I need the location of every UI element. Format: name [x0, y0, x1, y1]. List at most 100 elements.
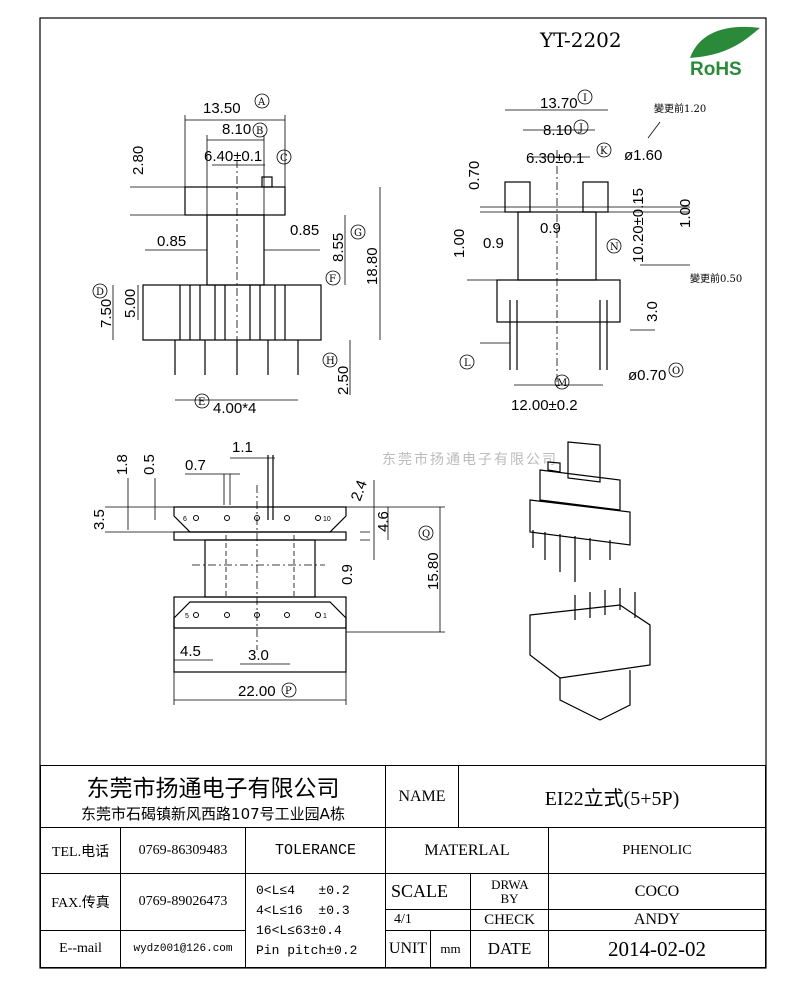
dim-height-n: 10.20±0.15: [630, 188, 647, 263]
date-label: DATE: [470, 930, 549, 968]
fax-value: 0769-89026473: [120, 873, 246, 931]
company-cell: 东莞市扬通电子有限公司 东莞市石碣镇新风西路107号工业园A栋: [40, 765, 386, 828]
dim-d7: 4.6: [375, 511, 392, 532]
dim-d8: 0.9: [339, 564, 356, 585]
tel-label: TEL.电话: [40, 827, 121, 874]
side-view: 13.70 8.10 6.30±0.1 ø1.60 變更前1.20 0.70 1…: [451, 95, 742, 414]
unit-label: UNIT: [385, 930, 431, 968]
check-label: CHECK: [470, 909, 549, 931]
marker-p: P: [285, 686, 292, 697]
marker-c: C: [280, 153, 288, 164]
dim-pin-pitch: 4.00*4: [213, 400, 256, 417]
tolerance-label: TOLERANCE: [245, 827, 386, 874]
dim-width-i: 13.70: [540, 95, 578, 112]
pin-label-10: 10: [323, 516, 331, 523]
part-number: YT-2202: [539, 28, 622, 52]
marker-n: N: [610, 242, 619, 253]
email-label: E--mail: [40, 930, 121, 968]
dim-d5: 2.4: [348, 478, 371, 503]
watermark: 东莞市扬通电子有限公司: [382, 451, 558, 467]
dim-base-height: 3.0: [644, 301, 661, 322]
dim-pin-diameter-o: ø0.70: [628, 367, 666, 384]
pin-label-5: 5: [185, 613, 189, 620]
dim-width-b: 8.10: [222, 121, 251, 138]
dim-gap-left: 0.85: [157, 233, 186, 250]
dim-d6: 3.5: [91, 509, 108, 530]
date-value: 2014-02-02: [548, 930, 766, 968]
dim-base-d: 7.50: [98, 299, 115, 328]
dim-width-j: 8.10: [543, 122, 572, 139]
marker-l: L: [464, 358, 471, 369]
dim-d10: 4.5: [180, 643, 201, 660]
sheet-border: [39, 17, 767, 969]
marker-d: D: [96, 287, 104, 298]
dim-step-left: 1.00: [451, 229, 468, 258]
dim-gap-right: 0.85: [290, 222, 319, 239]
material-label: MATERLAL: [385, 827, 549, 874]
marker-j: J: [578, 123, 583, 134]
tolerance-row: 16<L≤63±0.4: [256, 922, 342, 938]
tolerance-table: 0<L≤4 ±0.2 4<L≤16 ±0.3 16<L≤63±0.4 Pin p…: [245, 873, 386, 968]
isometric-view-top: [529, 441, 631, 582]
dim-d4: 1.1: [232, 439, 253, 456]
dim-height-f: 8.55: [330, 233, 347, 262]
dim-gap-mid-side: 0.9: [540, 220, 561, 237]
front-view: 13.50 8.10 6.40±0.1 2.80 0.85 0.85 8.55 …: [98, 100, 381, 417]
marker-g: G: [354, 228, 362, 239]
dim-d9: 15.80: [425, 552, 442, 590]
fax-label: FAX.传真: [40, 873, 121, 931]
dim-d2: 0.5: [141, 454, 158, 475]
revision-note-bottom: 變更前0.50: [690, 272, 742, 285]
tolerance-row: 4<L≤16 ±0.3: [256, 902, 350, 918]
marker-i: I: [583, 93, 587, 104]
dim-flange-height-side: 0.70: [466, 161, 483, 190]
dim-d12: 22.00: [238, 683, 276, 700]
tel-value: 0769-86309483: [120, 827, 246, 874]
rohs-logo: RoHS: [684, 26, 760, 80]
bottom-view: 1.8 0.5 0.7 1.1 2.4 3.5 4.6 0.9 15.80 4.…: [91, 439, 445, 705]
marker-e: E: [198, 397, 205, 408]
dim-width-c: 6.40±0.1: [204, 148, 262, 165]
dim-pin-length: 2.50: [335, 366, 352, 395]
company-address: 东莞市石碣镇新风西路107号工业园A栋: [81, 805, 345, 823]
marker-k: K: [600, 146, 608, 157]
email-value: wydz001@126.com: [120, 930, 246, 968]
drawn-value: COCO: [548, 873, 766, 910]
name-label: NAME: [385, 765, 459, 828]
rohs-label: RoHS: [690, 59, 742, 80]
dim-flange-height: 2.80: [130, 146, 147, 175]
dim-pin-pitch-m: 12.00±0.2: [511, 397, 578, 414]
dim-pin-diameter: ø1.60: [624, 147, 662, 164]
drawn-label: DRWA BY: [470, 873, 549, 910]
marker-q: Q: [422, 529, 430, 540]
revision-note-top: 變更前1.20: [654, 102, 706, 115]
dim-d3: 0.7: [185, 457, 206, 474]
dim-height-g: 18.80: [364, 247, 381, 285]
dim-base-e: 5.00: [122, 289, 139, 318]
unit-value: mm: [430, 930, 471, 968]
company-name: 东莞市扬通电子有限公司: [86, 776, 340, 802]
tolerance-row: 0<L≤4 ±0.2: [256, 882, 350, 898]
material-value: PHENOLIC: [548, 827, 766, 874]
check-value: ANDY: [548, 909, 766, 931]
marker-b: B: [256, 126, 263, 137]
dim-gap-left-side: 0.9: [483, 235, 504, 252]
dim-width-k: 6.30±0.1: [526, 150, 584, 167]
dim-d1: 1.8: [114, 454, 131, 475]
marker-h: H: [326, 356, 335, 367]
dim-width-a: 13.50: [203, 100, 241, 117]
name-value: EI22立式(5+5P): [458, 765, 766, 828]
pin-label-6: 6: [183, 516, 187, 523]
pin-label-1: 1: [323, 613, 327, 620]
marker-o: O: [672, 366, 680, 377]
marker-f: F: [329, 274, 336, 285]
dim-d11: 3.0: [248, 647, 269, 664]
marker-m: M: [557, 378, 567, 389]
marker-a: A: [257, 97, 266, 108]
dimension-markers: A B C D E F G H I J K L M N O Q P: [92, 89, 684, 698]
dim-step-right: 1.00: [677, 199, 694, 228]
scale-value: 4/1: [385, 909, 471, 931]
isometric-view-bottom: [529, 588, 651, 721]
tolerance-row: Pin pitch±0.2: [256, 942, 358, 958]
